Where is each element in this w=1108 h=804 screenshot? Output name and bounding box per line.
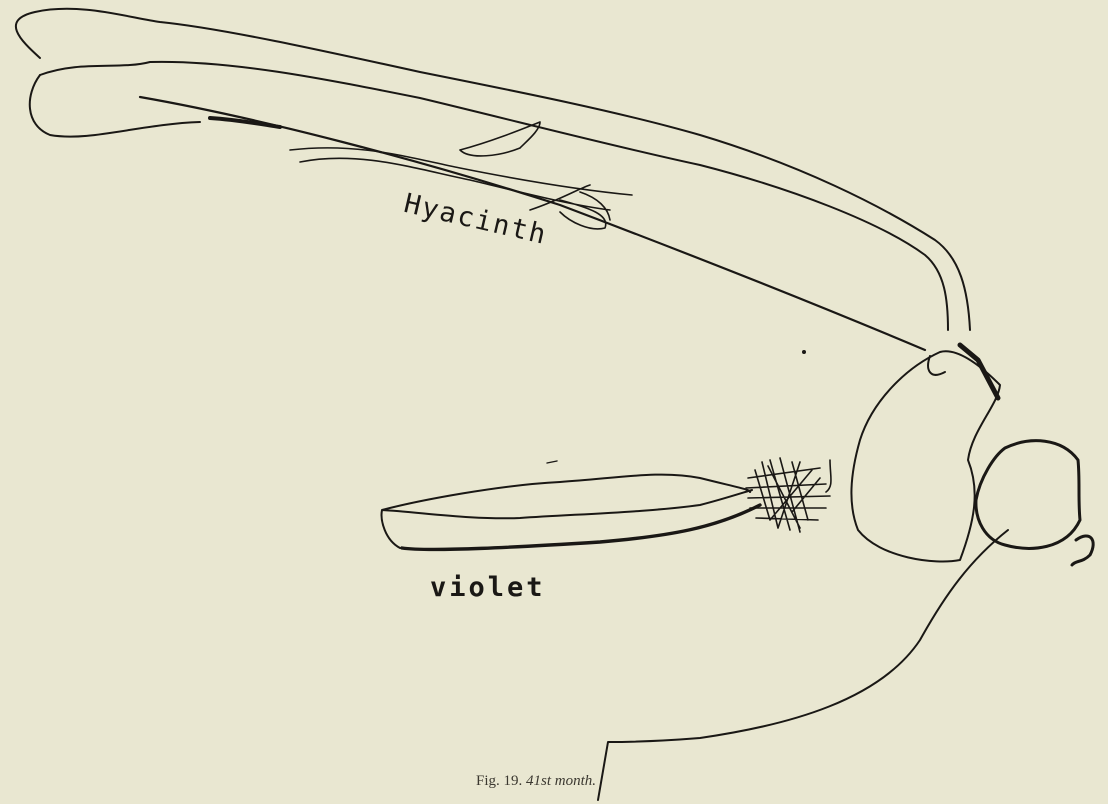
hyacinth-leaf-outer — [16, 9, 970, 330]
figure-body — [598, 530, 1008, 800]
stray-dot — [802, 350, 806, 354]
figure-hair-loop — [928, 356, 945, 375]
violet-label: violet — [430, 572, 546, 603]
figure-caption: Fig. 19. 41st month. — [476, 773, 596, 790]
violet-flower — [746, 458, 831, 532]
violet-stem — [402, 505, 760, 549]
figure-hand-loop — [976, 441, 1080, 549]
stray-tick — [547, 461, 557, 463]
figure-head — [851, 351, 1000, 561]
figure-age: 41st month. — [526, 773, 596, 789]
hyacinth-leaf-bottom — [30, 75, 200, 137]
hyacinth-leaf-inner — [40, 62, 948, 330]
figure-notch — [960, 345, 998, 398]
figure-number: Fig. 19. — [476, 773, 522, 789]
violet-leaf — [382, 475, 752, 548]
figure-hook — [1072, 536, 1093, 565]
